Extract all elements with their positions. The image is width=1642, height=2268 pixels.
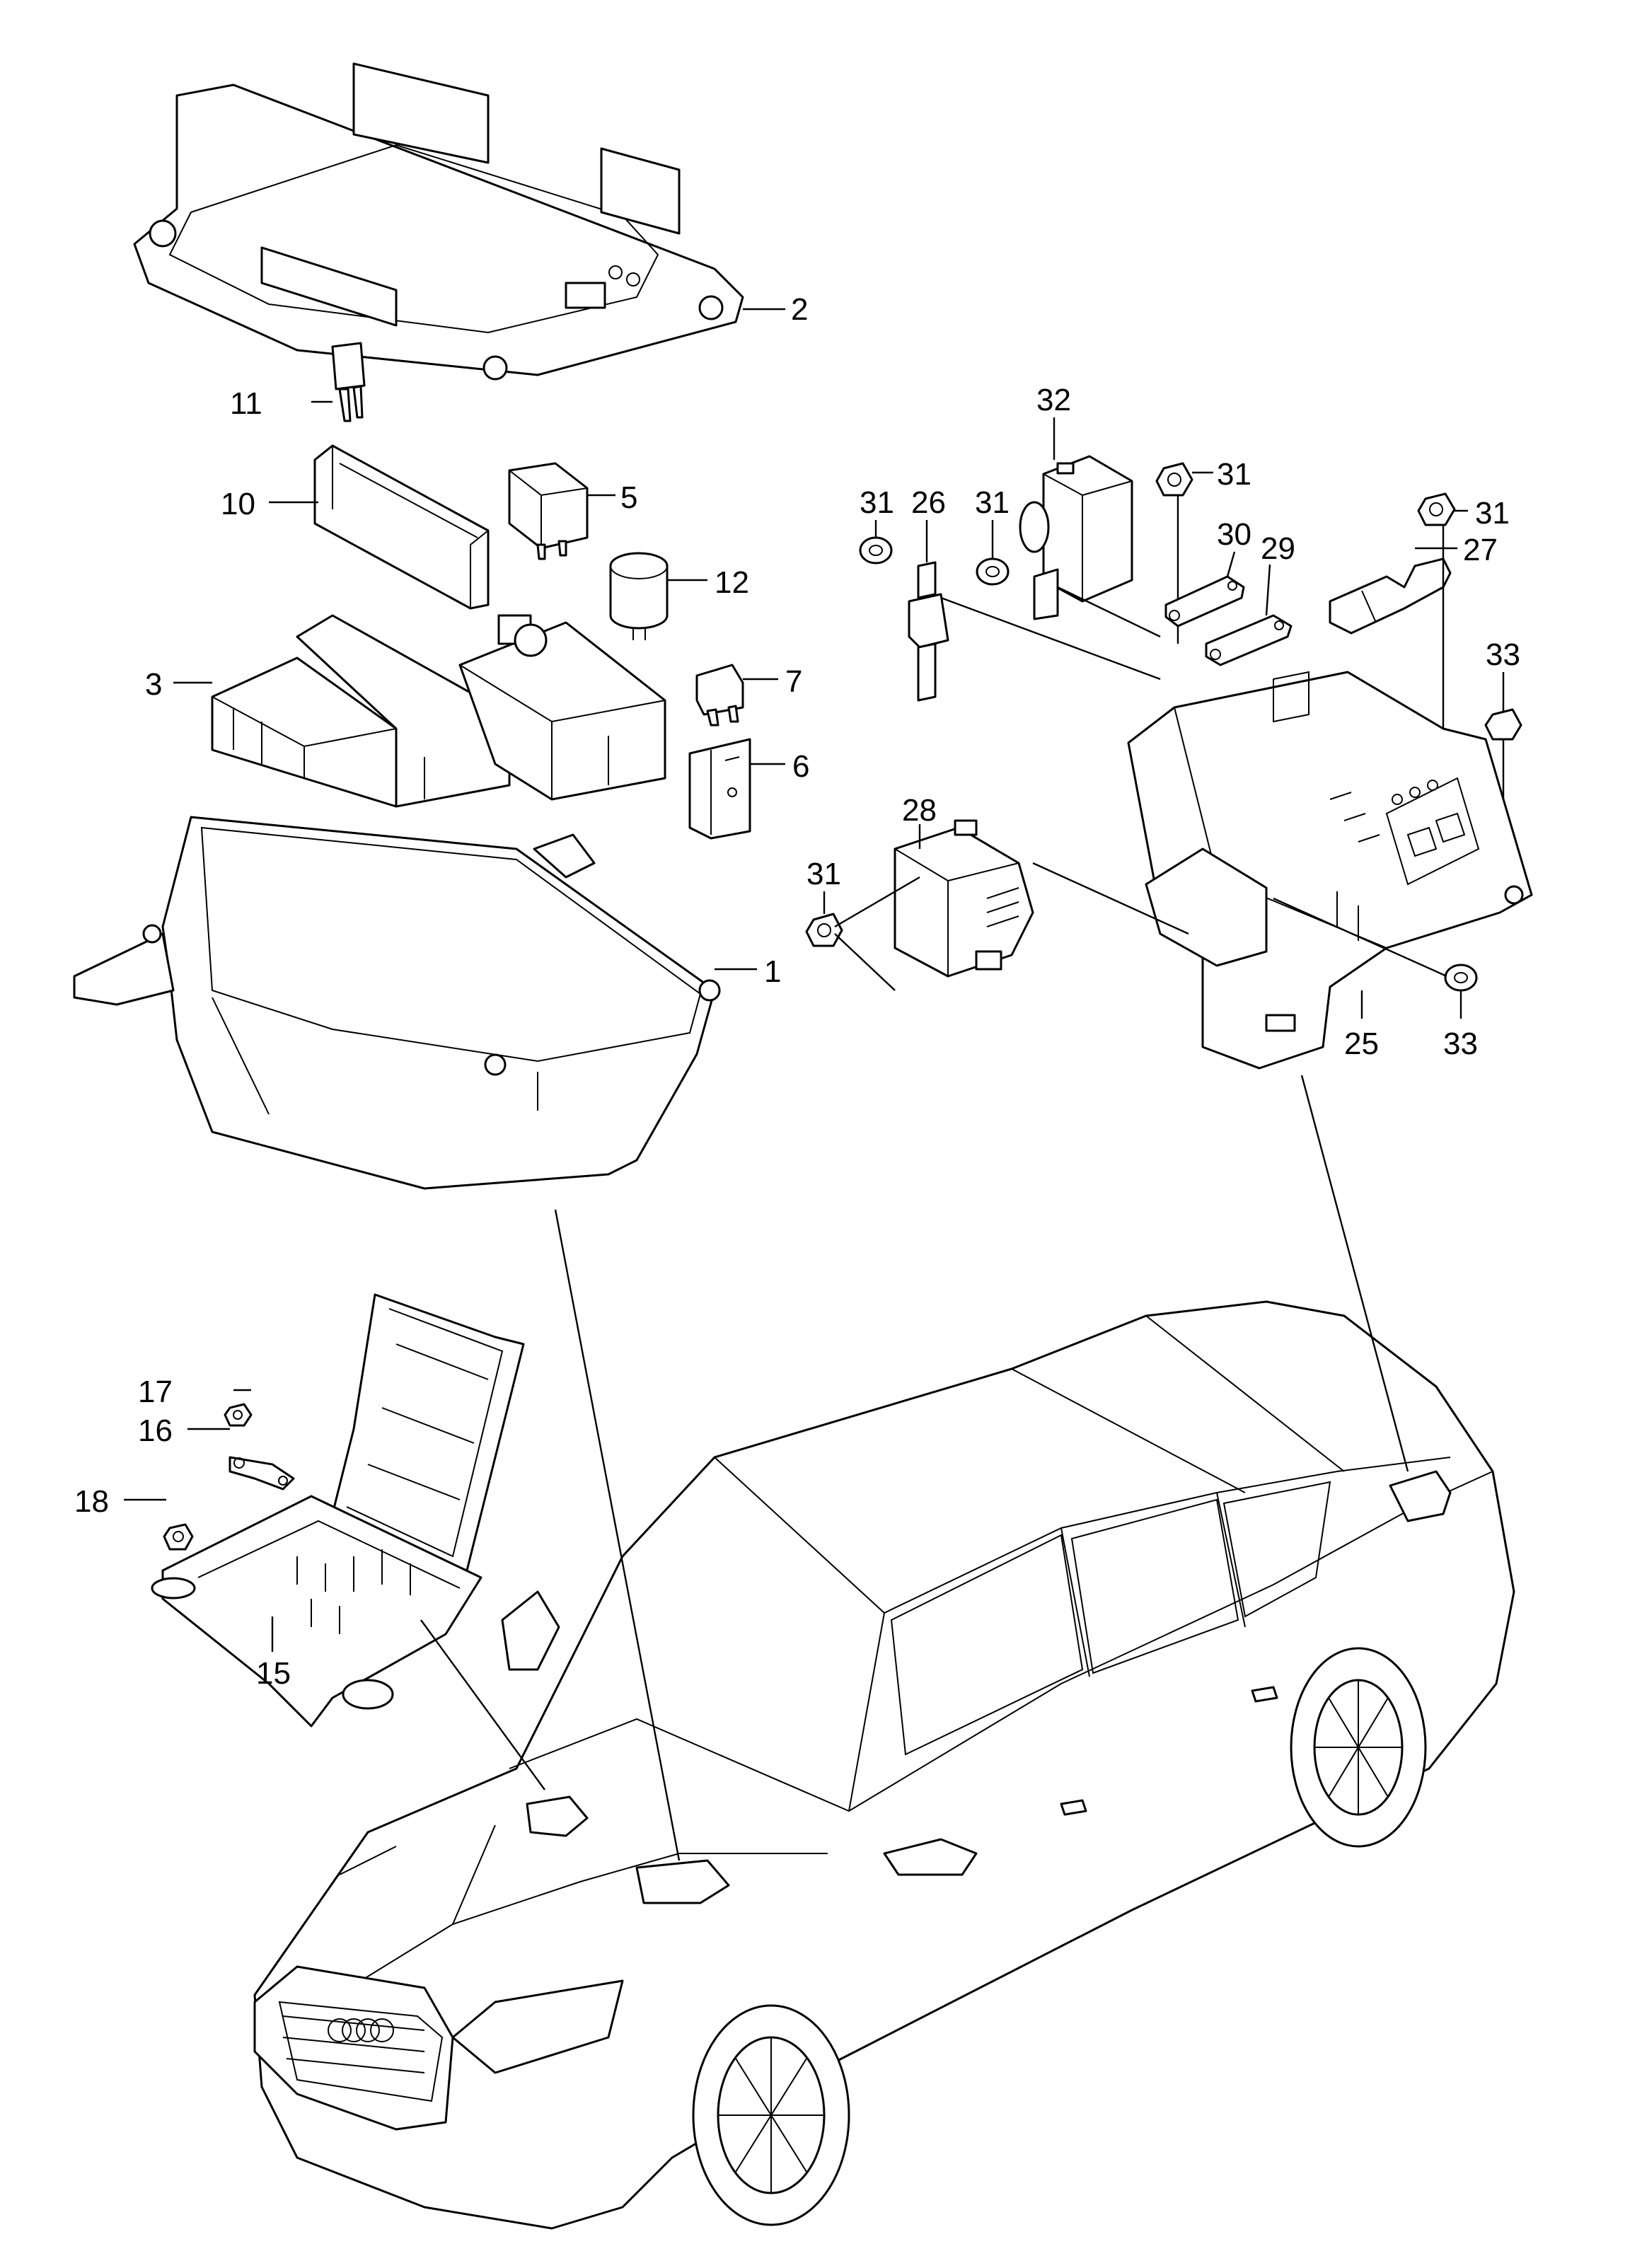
nut-31d-part <box>1417 492 1456 729</box>
callout-31-d: 31 <box>1475 496 1510 531</box>
upper-cover-part <box>133 62 744 381</box>
callout-32: 32 <box>1036 383 1071 417</box>
washer-31b-part <box>976 557 1010 586</box>
callout-31-c: 31 <box>1217 457 1251 492</box>
callout-6: 6 <box>792 749 809 784</box>
callout-17: 17 <box>138 1375 173 1409</box>
battery-distributor-part <box>151 1293 525 1728</box>
bracket-28-part <box>1205 614 1293 666</box>
callout-12: 12 <box>715 565 749 600</box>
fuse-26-part <box>908 561 949 702</box>
callout-33-b: 33 <box>1443 1026 1478 1061</box>
nut-31c-part <box>1155 462 1193 644</box>
callout-2: 2 <box>791 292 808 327</box>
callout-29: 30 <box>1217 517 1251 552</box>
callout-30: 28 <box>902 793 937 828</box>
callout-27: 27 <box>1463 533 1498 567</box>
cable-27-part <box>1329 557 1452 635</box>
relay-part <box>508 462 589 560</box>
car-body <box>253 1300 1515 2230</box>
nut-31e-part <box>805 913 843 947</box>
relay-carrier-part <box>211 614 666 808</box>
maxi-fuse-part <box>695 664 744 727</box>
mini-fuse-part <box>331 342 366 422</box>
lower-housing-part <box>73 816 721 1190</box>
callout-31-a: 31 <box>860 485 894 520</box>
callout-1: 1 <box>764 954 781 989</box>
control-unit-32-part <box>1019 455 1133 620</box>
fuse-strip-part <box>313 444 490 610</box>
callout-labels: 2 11 10 5 12 3 7 6 1 17 16 18 15 31 26 3… <box>74 292 1520 1691</box>
washer-31-part <box>859 536 893 565</box>
callout-28: 29 <box>1261 531 1295 566</box>
callout-10: 10 <box>221 487 255 521</box>
callout-3: 3 <box>145 667 162 702</box>
capacitor-part <box>609 552 669 640</box>
callout-15: 15 <box>256 1656 291 1691</box>
washer-33b-part <box>1444 964 1478 992</box>
callout-26: 26 <box>911 485 946 520</box>
callout-7: 7 <box>785 664 802 699</box>
leader-lines <box>124 308 1505 1861</box>
callout-33-a: 33 <box>1486 637 1520 672</box>
fuse-box-25-part <box>1127 671 1533 1070</box>
callout-31-e: 31 <box>806 857 841 891</box>
callout-18: 18 <box>74 1484 109 1519</box>
callout-5: 5 <box>620 480 637 515</box>
bracket-16-part <box>229 1456 295 1491</box>
callout-31-b: 31 <box>975 485 1010 520</box>
relay-30-part <box>894 819 1034 978</box>
nut-17-part <box>224 1403 253 1427</box>
callout-11: 11 <box>230 386 262 421</box>
callout-25: 25 <box>1344 1026 1379 1061</box>
callout-16: 16 <box>138 1413 173 1448</box>
nut-18-part <box>163 1523 194 1551</box>
fuse-holder-part <box>688 738 751 840</box>
